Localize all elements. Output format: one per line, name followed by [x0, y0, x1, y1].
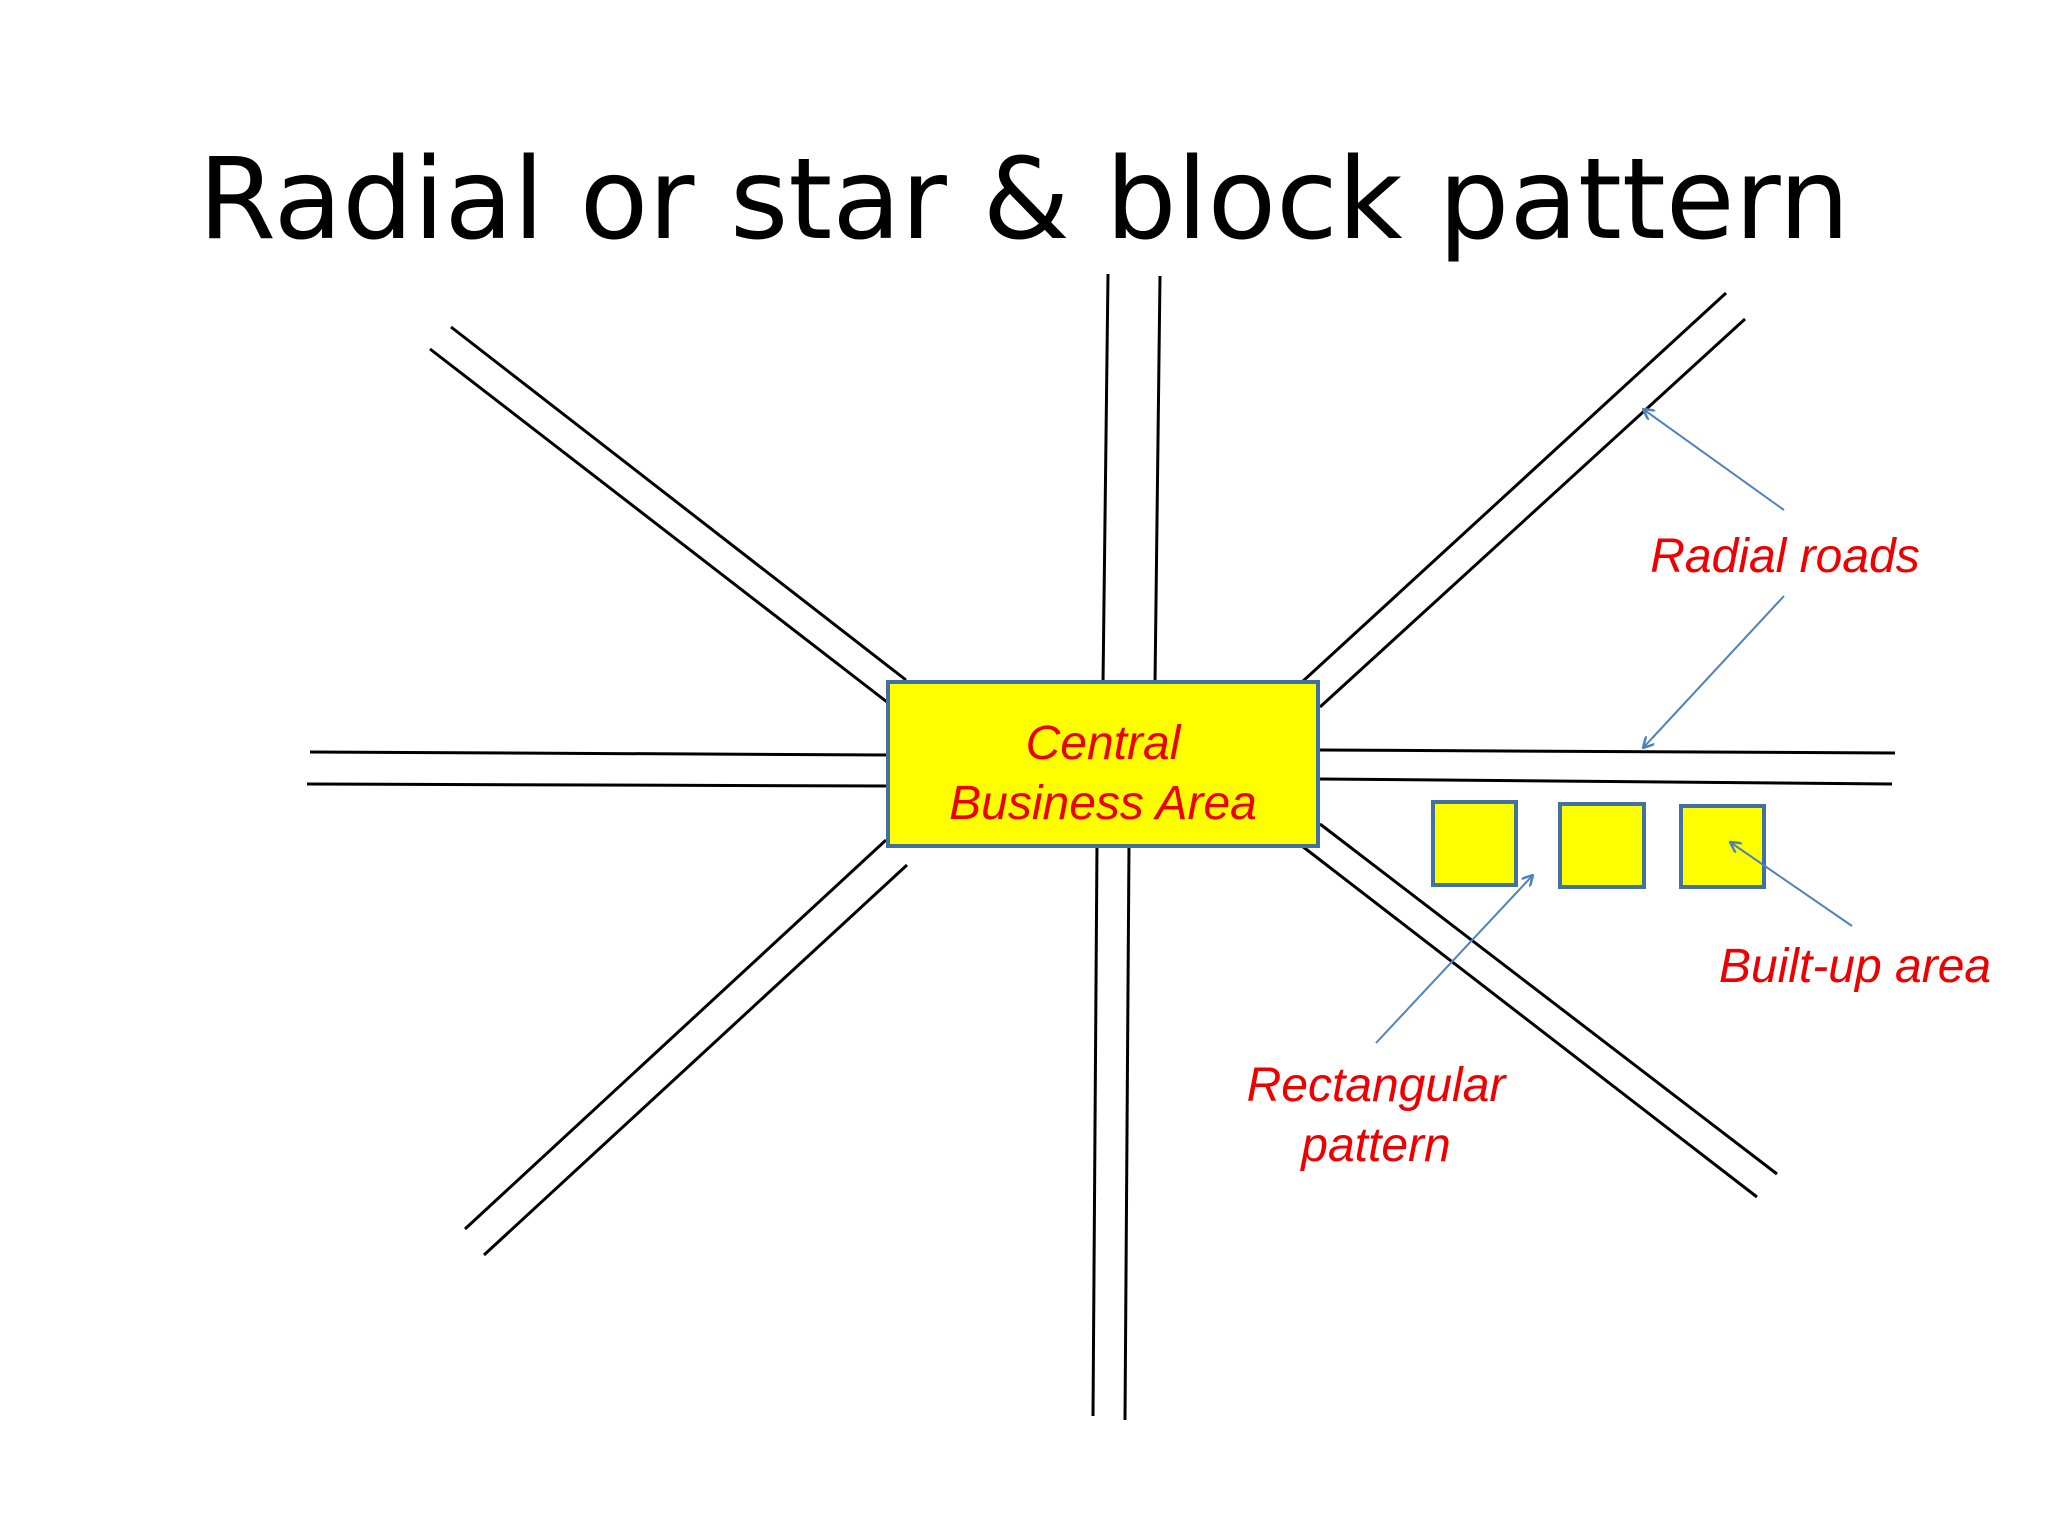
built-up-block — [1679, 804, 1766, 889]
road-southeast — [1301, 822, 1778, 1199]
built-up-blocks — [1431, 800, 1766, 889]
central-business-area-box — [886, 680, 1320, 848]
road-east — [1319, 748, 1896, 786]
callout-arrows — [1375, 409, 1853, 1044]
arrow-to-built-up-block — [1730, 842, 1853, 927]
arrow-to-east-road — [1643, 595, 1785, 748]
built-up-block — [1431, 800, 1518, 887]
road-southwest — [463, 838, 909, 1257]
central-business-area-label: Central Business Area — [888, 714, 1318, 834]
slide-title: Radial or star & block pattern — [198, 135, 1850, 265]
arrow-to-northeast-road — [1643, 409, 1785, 511]
rectangular-pattern-line1: Rectangular — [1246, 1059, 1506, 1112]
central-business-area-line1: Central — [1025, 717, 1181, 770]
rectangular-pattern-label: Rectangular pattern — [1220, 1056, 1532, 1176]
central-business-area-line2: Business Area — [949, 777, 1257, 830]
radial-roads — [306, 273, 1896, 1421]
arrow-to-rectangular-block — [1375, 875, 1533, 1044]
rectangular-pattern-line2: pattern — [1301, 1119, 1451, 1172]
built-up-area-label: Built-up area — [1718, 940, 1992, 993]
road-north — [1101, 273, 1162, 685]
road-south — [1091, 841, 1131, 1421]
road-west — [306, 750, 889, 788]
road-northeast — [1300, 291, 1747, 709]
built-up-block — [1558, 802, 1646, 889]
road-northwest — [429, 325, 907, 704]
radial-roads-label: Radial roads — [1650, 530, 1920, 583]
